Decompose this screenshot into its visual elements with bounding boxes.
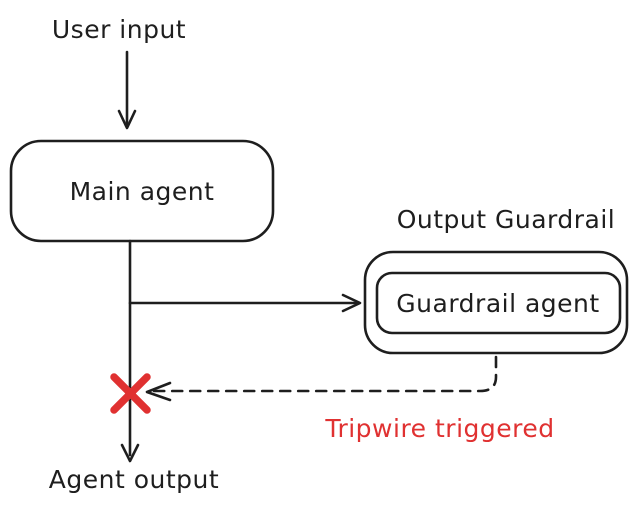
guardrail-agent-label: Guardrail agent xyxy=(396,289,599,318)
tripwire-dashed-arrow xyxy=(152,355,498,393)
output-guardrail-label: Output Guardrail xyxy=(397,205,616,234)
agent-output-label: Agent output xyxy=(49,465,219,494)
guardrail-inner-node xyxy=(375,271,622,335)
ink-labels: User input Main agent Output Guardrail G… xyxy=(49,15,615,494)
ink-strokes xyxy=(9,50,629,463)
guardrail-arrowhead-icon xyxy=(341,293,362,313)
tripwire-x-stroke-2 xyxy=(110,373,151,414)
main-agent-label: Main agent xyxy=(70,177,215,206)
user-input-arrowhead-icon xyxy=(117,109,137,130)
user-input-label: User input xyxy=(52,15,186,44)
main-agent-node xyxy=(9,139,275,243)
guardrail-outer-node xyxy=(363,250,629,355)
tripwire-x-icon xyxy=(110,373,151,414)
tripwire-arrowhead-icon xyxy=(145,381,172,402)
tripwire-label: Tripwire triggered xyxy=(324,414,554,443)
agent-output-arrowhead-icon xyxy=(120,443,140,463)
